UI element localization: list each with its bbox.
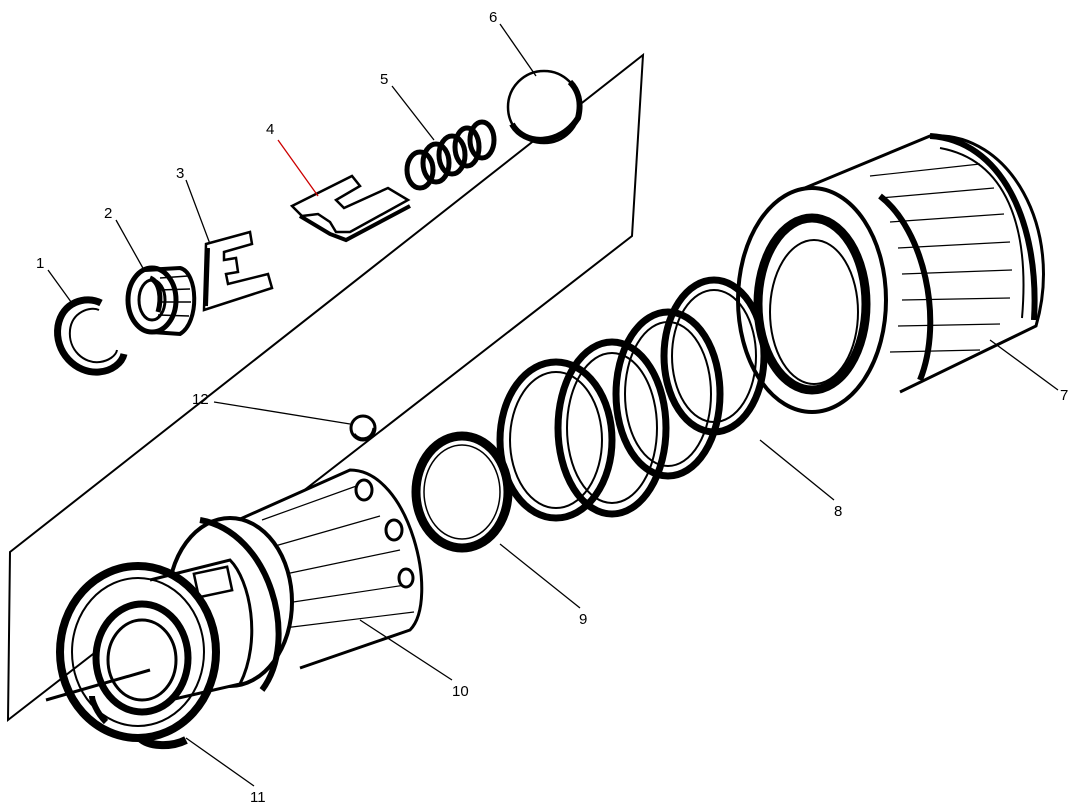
leader-4 [277, 139, 319, 197]
label-3: 3 [176, 165, 184, 182]
background-plane [6, 52, 645, 723]
part-labels: 1 2 3 4 5 6 7 8 9 10 11 12 [36, 9, 1068, 806]
part-8-ring-set [496, 276, 768, 522]
leader-2 [115, 219, 145, 271]
leader-10 [359, 619, 453, 681]
leader-7 [989, 339, 1059, 391]
label-12: 12 [192, 391, 209, 408]
leader-9 [499, 543, 581, 609]
part-6-ball [506, 69, 583, 145]
label-1: 1 [36, 255, 44, 272]
part-3-e-plate [202, 230, 274, 312]
part-9-o-ring [411, 431, 513, 553]
part-12-small-ball [349, 414, 377, 442]
part-1-retaining-clip [54, 296, 128, 376]
label-9: 9 [579, 611, 587, 628]
part-2-bushing [125, 265, 197, 337]
label-7: 7 [1060, 387, 1068, 404]
leader-11 [185, 737, 255, 787]
part-7-sleeve [736, 133, 1045, 414]
label-10: 10 [452, 683, 469, 700]
label-4: 4 [266, 121, 274, 138]
label-2: 2 [104, 205, 112, 222]
leader-6 [499, 23, 537, 77]
part-11-spiral-ring [45, 562, 220, 749]
label-11: 11 [250, 789, 266, 806]
leader-3 [185, 179, 211, 245]
leader-8 [759, 439, 835, 501]
part-5-coil-spring [404, 119, 497, 191]
label-6: 6 [489, 9, 497, 26]
label-8: 8 [834, 503, 842, 520]
leader-1 [47, 269, 75, 307]
part-4-h-plate [289, 174, 411, 243]
leader-5 [391, 85, 435, 141]
leader-lines [47, 23, 1059, 787]
label-5: 5 [380, 71, 388, 88]
leader-12 [213, 401, 351, 425]
